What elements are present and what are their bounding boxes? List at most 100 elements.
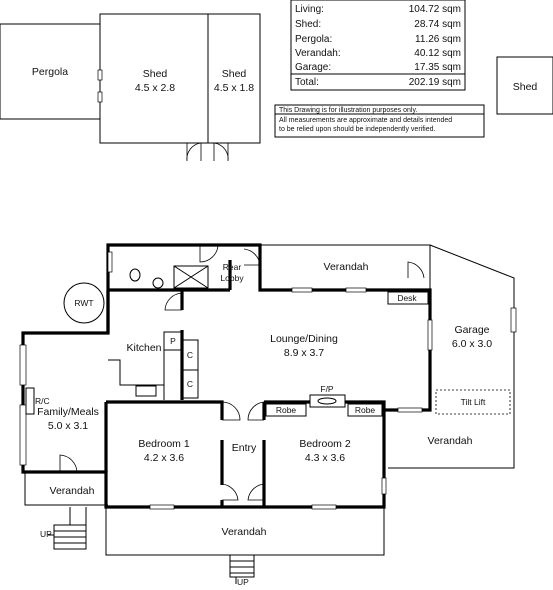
shed-window [97,69,103,81]
door-swing [199,244,219,263]
window [19,344,27,386]
area-value: 11.26 sqm [415,34,461,45]
window [107,251,113,273]
door-swing [243,248,261,266]
door-swing [407,261,425,279]
window [381,477,387,495]
window [19,404,27,466]
basin-icon [152,277,164,289]
lounge-name: Lounge/Dining [270,333,338,345]
bedroom2-dims: 4.3 x 3.6 [305,452,345,464]
bed2-top-wall [264,400,386,410]
fireplace-label: F/P [320,384,334,394]
shed-small-dims: 4.5 x 1.8 [214,82,254,94]
garage-dims: 6.0 x 3.0 [452,338,492,350]
up-label-bottom: UP [237,577,249,587]
disclaimer-line-3: to be relied upon should be independentl… [279,126,436,133]
desk-box [387,291,429,305]
outbuildings: Pergola Shed 4.5 x 2.8 Shed 4.5 x 1.8 Sh… [0,13,553,162]
area-label: Pergola: [295,34,332,45]
robe-box [347,403,383,417]
rc-label: R/C [35,396,50,406]
area-schedule: Living: 104.72 sqm Shed: 28.74 sqm Pergo… [290,0,466,91]
verandah-front-label: Verandah [222,526,267,538]
rainwater-tank [63,282,105,324]
house: Verandah Rear Lobby RWT Desk Kitchen P C… [19,243,517,587]
verandah-right-label: Verandah [428,435,473,447]
steps-left [48,507,87,550]
area-total-row: Total: 202.19 sqm [295,77,461,88]
area-value: 40.12 sqm [414,48,461,59]
laundry-box [173,265,209,289]
door-swing [247,483,265,501]
disclaimer-line-2: All measurements are approximate and det… [279,117,452,124]
window [397,407,423,413]
garage-name: Garage [454,324,489,336]
door-swing [59,454,78,473]
toilet-icon [129,268,141,282]
robe-box [265,403,307,417]
door-swing [247,401,265,421]
area-value: 28.74 sqm [414,19,461,30]
lounge-dims: 8.9 x 3.7 [284,347,324,359]
area-row: Pergola: 11.26 sqm [295,34,461,45]
robe-label: Robe [355,405,376,415]
kitchen-bench [108,350,165,400]
shed-window [97,91,103,103]
shed-detached-label: Shed [513,81,538,93]
garage-window [510,307,517,333]
area-row: Living: 104.72 sqm [295,4,461,15]
bedroom1-name: Bedroom 1 [138,438,190,450]
shed-door [186,142,202,162]
rear-lobby-label-2: Lobby [220,273,244,283]
tilt-lift-door [435,389,511,415]
total-value: 202.19 sqm [409,77,461,88]
shed-detached-outline [496,56,553,115]
total-label: Total: [295,77,319,88]
area-row: Shed: 28.74 sqm [295,19,461,30]
laundry-cross [173,265,209,289]
robe-label: Robe [276,405,297,415]
rear-lobby-label-1: Rear [223,262,242,272]
desk-label: Desk [397,293,417,303]
cupboard-label: C [187,379,193,389]
disclaimer-line-1: This Drawing is for illustration purpose… [279,107,417,114]
area-value: 17.35 sqm [414,62,461,73]
pantry-label: P [170,336,176,346]
bedroom1-dims: 4.2 x 3.6 [144,452,184,464]
area-label: Shed: [295,19,321,30]
area-value: 104.72 sqm [409,4,461,15]
area-row: Garage: 17.35 sqm [295,62,461,73]
verandah-left-outline [24,473,108,506]
door-swing [164,292,183,311]
steps-bottom [229,554,255,584]
shed-main-dims: 4.5 x 2.8 [135,82,175,94]
window [291,287,313,293]
shed-small-outline [207,13,261,144]
disclaimer: This Drawing is for illustration purpose… [274,104,485,138]
fireplace-inner [317,397,337,405]
shed-main-name: Shed [143,68,168,80]
rwt-label: RWT [74,298,93,308]
shed-door [213,142,229,162]
exterior-wall [21,243,432,509]
verandah-left-label: Verandah [50,485,95,497]
area-label: Garage: [295,62,331,73]
area-label: Verandah: [295,48,341,59]
window [427,319,433,351]
kitchen-label: Kitchen [126,342,161,354]
fireplace-icon [309,394,346,408]
verandah-top-label: Verandah [324,261,369,273]
area-label: Living: [295,4,324,15]
window [345,287,367,293]
window [149,504,175,510]
cupboard-box [181,369,199,399]
family-dims: 5.0 x 3.1 [48,420,88,432]
up-label-left: UP [40,529,52,539]
pergola-label: Pergola [32,66,68,78]
cupboard-label: C [187,350,193,360]
entry-label: Entry [232,442,257,454]
tilt-lift-label: Tilt Lift [461,397,486,407]
door-swing [221,401,241,421]
